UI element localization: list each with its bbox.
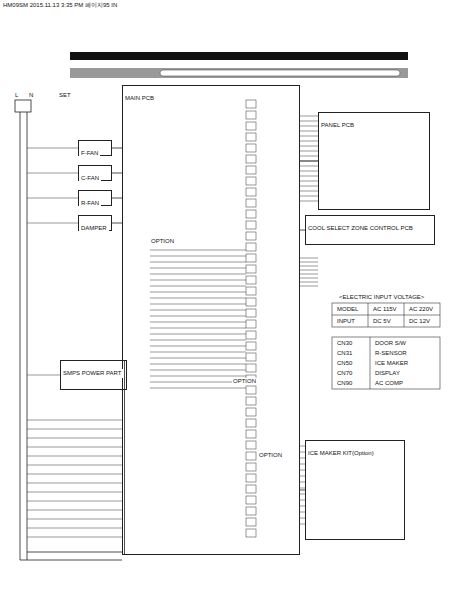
- box-label: PANEL PCB: [319, 121, 356, 130]
- diagram-label: OPTION: [150, 238, 175, 245]
- page-header: HM09SM 2015.11.13 3:35 PM 페이지95 IN: [2, 2, 118, 9]
- component-box: R-FAN: [78, 190, 112, 206]
- box-label: DAMPER: [79, 224, 109, 233]
- diagram-label: MODEL: [336, 306, 359, 313]
- box-label: MAIN PCB: [123, 94, 156, 103]
- diagram-label: CN30: [336, 340, 353, 347]
- diagram-label: CN90: [336, 380, 353, 387]
- diagram-label: DC 12V: [408, 318, 431, 325]
- diagram-label: SET: [58, 92, 72, 99]
- box-label: COOL SELECT ZONE CONTROL PCB: [306, 224, 415, 233]
- wire-connector: [112, 173, 122, 174]
- diagram-label: R-SENSOR: [374, 350, 408, 357]
- component-box: ICE MAKER KIT(Option): [305, 440, 405, 540]
- diagram-label: AC COMP: [374, 380, 404, 387]
- box-label: F-FAN: [79, 149, 100, 158]
- component-box: SMPS POWER PART: [60, 360, 127, 390]
- title-bar: [70, 52, 408, 60]
- wire-connector: [300, 161, 318, 162]
- sub-bar-tab: [160, 70, 400, 76]
- power-plug: [15, 100, 122, 560]
- diagram-label: OPTION: [232, 378, 257, 385]
- diagram-label: OPTION: [258, 452, 283, 459]
- component-box: F-FAN: [78, 140, 112, 156]
- diagram-label: L: [14, 92, 19, 99]
- diagram-label: INPUT: [336, 318, 356, 325]
- diagram-label: ICE MAKER: [374, 360, 409, 367]
- box-label: ICE MAKER KIT(Option): [306, 449, 376, 458]
- box-label: SMPS POWER PART: [61, 369, 123, 378]
- wire-connector: [112, 198, 122, 199]
- diagram-label: AC 115V: [372, 306, 398, 313]
- wire-connector: [112, 223, 122, 224]
- diagram-label: CN50: [336, 360, 353, 367]
- wire-bundle: [27, 100, 318, 537]
- wire-connector: [112, 148, 122, 149]
- diagram-label: N: [28, 92, 34, 99]
- diagram-label: AC 220V: [408, 306, 434, 313]
- main-pcb-box: MAIN PCB: [122, 85, 300, 555]
- diagram-label: DOOR S/W: [374, 340, 407, 347]
- diagram-label: DC 5V: [372, 318, 392, 325]
- component-box: PANEL PCB: [318, 112, 430, 210]
- diagram-label: CN31: [336, 350, 353, 357]
- component-box: COOL SELECT ZONE CONTROL PCB: [305, 215, 435, 245]
- component-box: DAMPER: [78, 215, 112, 231]
- diagram-label: CN70: [336, 370, 353, 377]
- diagram-label: DISPLAY: [374, 370, 401, 377]
- table-grid: [332, 303, 440, 389]
- component-box: C-FAN: [78, 165, 112, 181]
- sub-bar: [70, 68, 408, 78]
- box-label: C-FAN: [79, 174, 101, 183]
- diagram-label: <ELECTRIC INPUT VOLTAGE>: [338, 294, 425, 301]
- box-label: R-FAN: [79, 199, 101, 208]
